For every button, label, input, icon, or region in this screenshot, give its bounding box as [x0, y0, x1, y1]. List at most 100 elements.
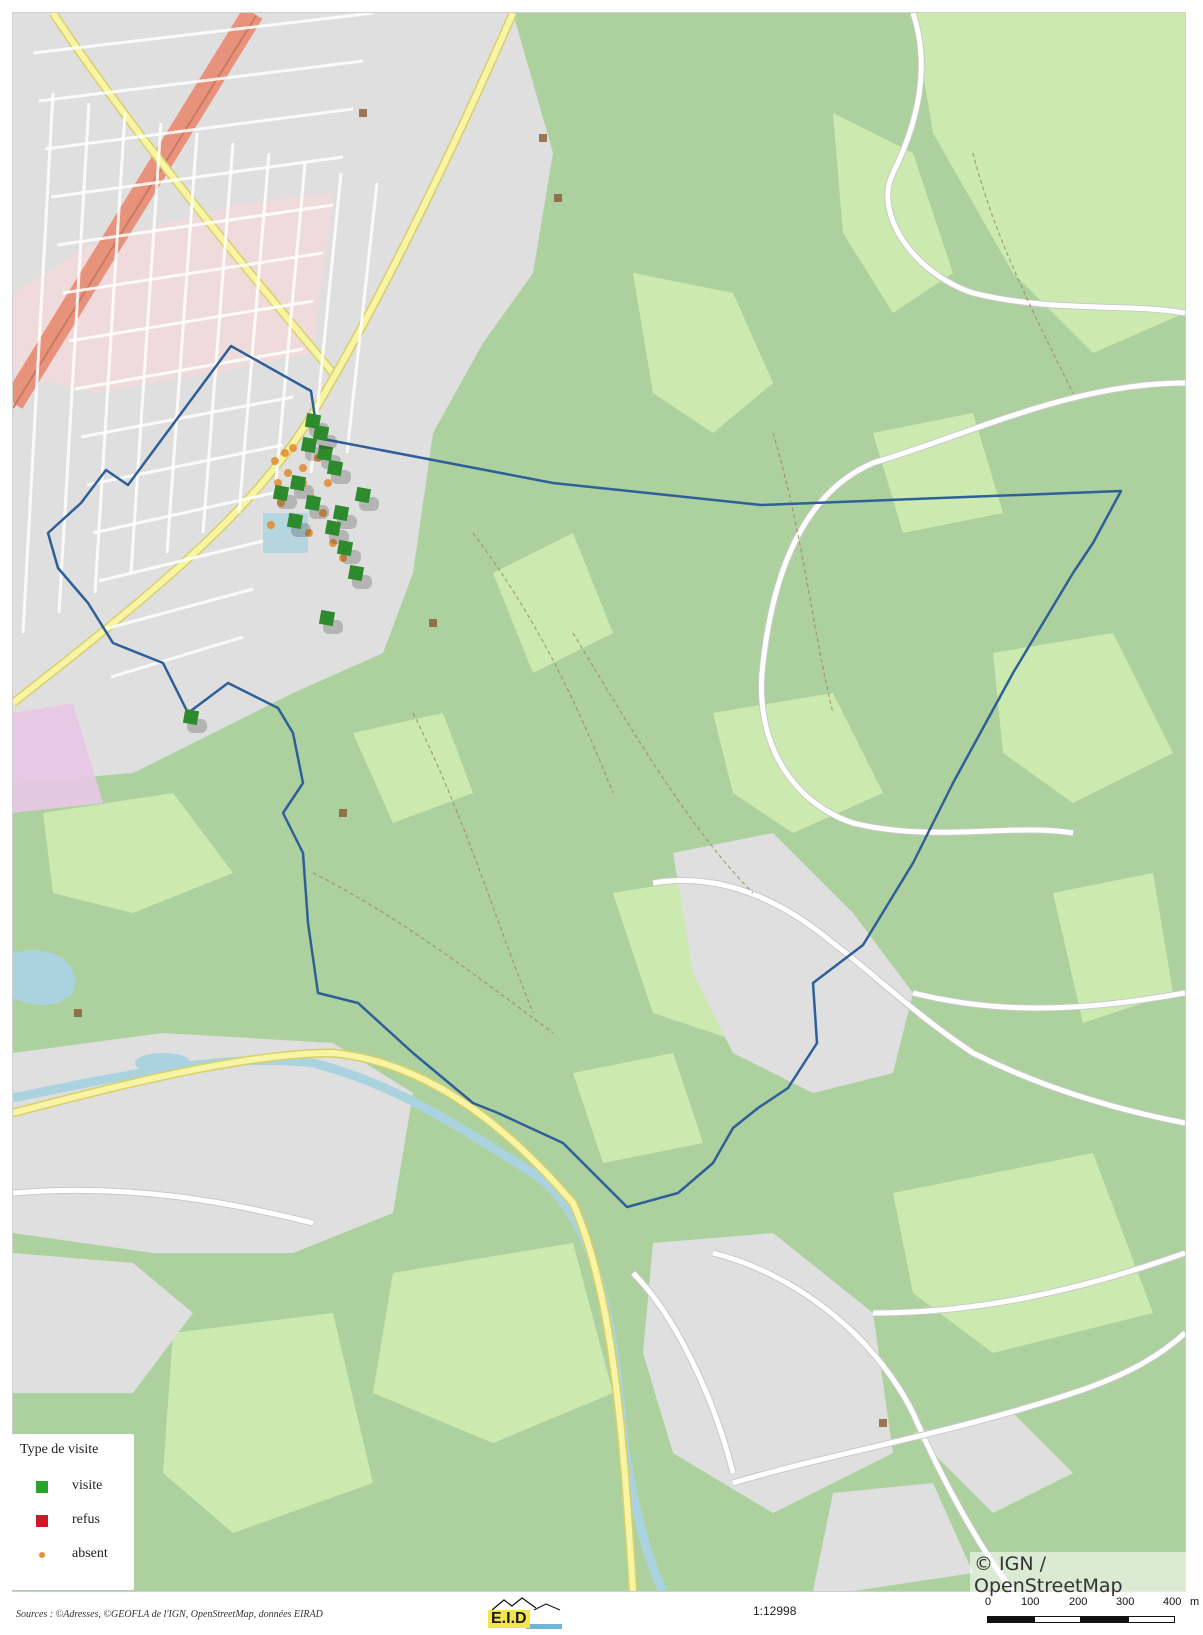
scale-unit: m [1190, 1596, 1200, 1608]
refus-marker-icon [36, 1515, 48, 1527]
poi-icon [879, 1419, 887, 1427]
forest-track [972, 152, 1074, 394]
meadow-area [633, 273, 773, 433]
absent-marker [271, 457, 279, 465]
absent-marker [329, 539, 337, 547]
street [104, 587, 254, 631]
meadow-area [163, 1313, 373, 1533]
street [273, 162, 307, 494]
street [62, 251, 324, 295]
scale-tick-100: 100 [1021, 1596, 1040, 1608]
urban-area [643, 1233, 893, 1513]
absent-marker [324, 479, 332, 487]
visite-marker [326, 459, 344, 477]
urban-area [813, 1483, 973, 1591]
forest-track [312, 872, 554, 1034]
absent-marker [339, 554, 347, 562]
street [92, 491, 274, 535]
absent-marker [284, 469, 292, 477]
meadow-area [353, 713, 473, 823]
logo-mountain-icon [491, 1597, 562, 1629]
street [165, 132, 199, 554]
sources-text: Sources : ©Adresses, ©GEOFLA de l'IGN, O… [16, 1609, 323, 1620]
street [50, 155, 344, 199]
road [732, 1331, 1185, 1486]
absent-marker-icon [39, 1552, 45, 1558]
forest-track [772, 432, 834, 714]
primary-road [50, 13, 336, 375]
absent-marker [319, 509, 327, 517]
meadow-area [873, 413, 1003, 533]
visite-marker [272, 484, 290, 502]
road [712, 1250, 1015, 1591]
visite-marker [304, 412, 322, 430]
meadow-area [43, 793, 233, 913]
forest-track [412, 712, 534, 1014]
visite-marker [289, 474, 307, 492]
visite-marker [286, 512, 304, 530]
absent-marker [274, 479, 282, 487]
legend-title: Type de visite [20, 1442, 99, 1457]
poi-icon [74, 1009, 82, 1017]
scale-segment [1128, 1616, 1175, 1623]
scale-ratio: 1:12998 [753, 1604, 797, 1618]
street [74, 347, 304, 391]
road [652, 878, 1185, 1126]
meadow-area [913, 13, 1185, 353]
legend-label-refus: refus [72, 1512, 100, 1527]
street [38, 59, 364, 103]
legend-label-visite: visite [72, 1478, 103, 1493]
street [57, 102, 91, 614]
scale-segment [987, 1616, 1034, 1623]
survey-boundary [46, 344, 1123, 1209]
eid-logo: E.I.D [482, 1596, 566, 1632]
absent-marker [281, 449, 289, 457]
visite-marker [182, 708, 200, 726]
map-attribution: © IGN / OpenStreetMap [970, 1552, 1203, 1598]
poi-icon [359, 109, 367, 117]
visite-marker [304, 494, 322, 512]
road [631, 1271, 736, 1474]
street [201, 142, 235, 534]
logo-text: E.I.D [488, 1610, 530, 1628]
street [32, 13, 374, 55]
scale-tick-0: 0 [985, 1596, 992, 1608]
meadow-area [713, 693, 883, 833]
urban-area [13, 1253, 193, 1393]
visite-marker [347, 564, 365, 582]
scale-segment [1081, 1616, 1128, 1623]
scale-tick-200: 200 [1069, 1596, 1088, 1608]
legend: Type de visite visite refus absent [12, 1434, 134, 1590]
street [110, 635, 244, 679]
legend-item-visite: visite [12, 1476, 134, 1500]
absent-marker [289, 444, 297, 452]
motorway [13, 13, 263, 409]
map-canvas[interactable] [12, 12, 1186, 1592]
road [912, 990, 1185, 1011]
scale-tick-300: 300 [1116, 1596, 1135, 1608]
road [885, 13, 1185, 316]
meadow-area [993, 633, 1173, 803]
meadow-area [893, 1153, 1153, 1353]
street [44, 107, 354, 151]
meadow-area [373, 1243, 613, 1443]
street [98, 539, 264, 583]
water-body [135, 1053, 191, 1073]
primary-road [13, 1049, 636, 1591]
visite-marker [312, 424, 330, 442]
urban-area [913, 1413, 1073, 1513]
street [237, 152, 271, 514]
visite-marker [318, 609, 336, 627]
poi-icon [539, 134, 547, 142]
legend-item-absent: absent [12, 1544, 134, 1568]
street [129, 122, 163, 574]
motorway-edge [13, 15, 257, 409]
meadow-area [573, 1053, 703, 1163]
visite-marker [324, 519, 342, 537]
visite-marker [336, 539, 354, 557]
street [345, 182, 379, 454]
absent-marker [277, 499, 285, 507]
street [21, 92, 55, 634]
visite-marker-icon [36, 1481, 48, 1493]
map-footer: Sources : ©Adresses, ©GEOFLA de l'IGN, O… [0, 1594, 1203, 1635]
